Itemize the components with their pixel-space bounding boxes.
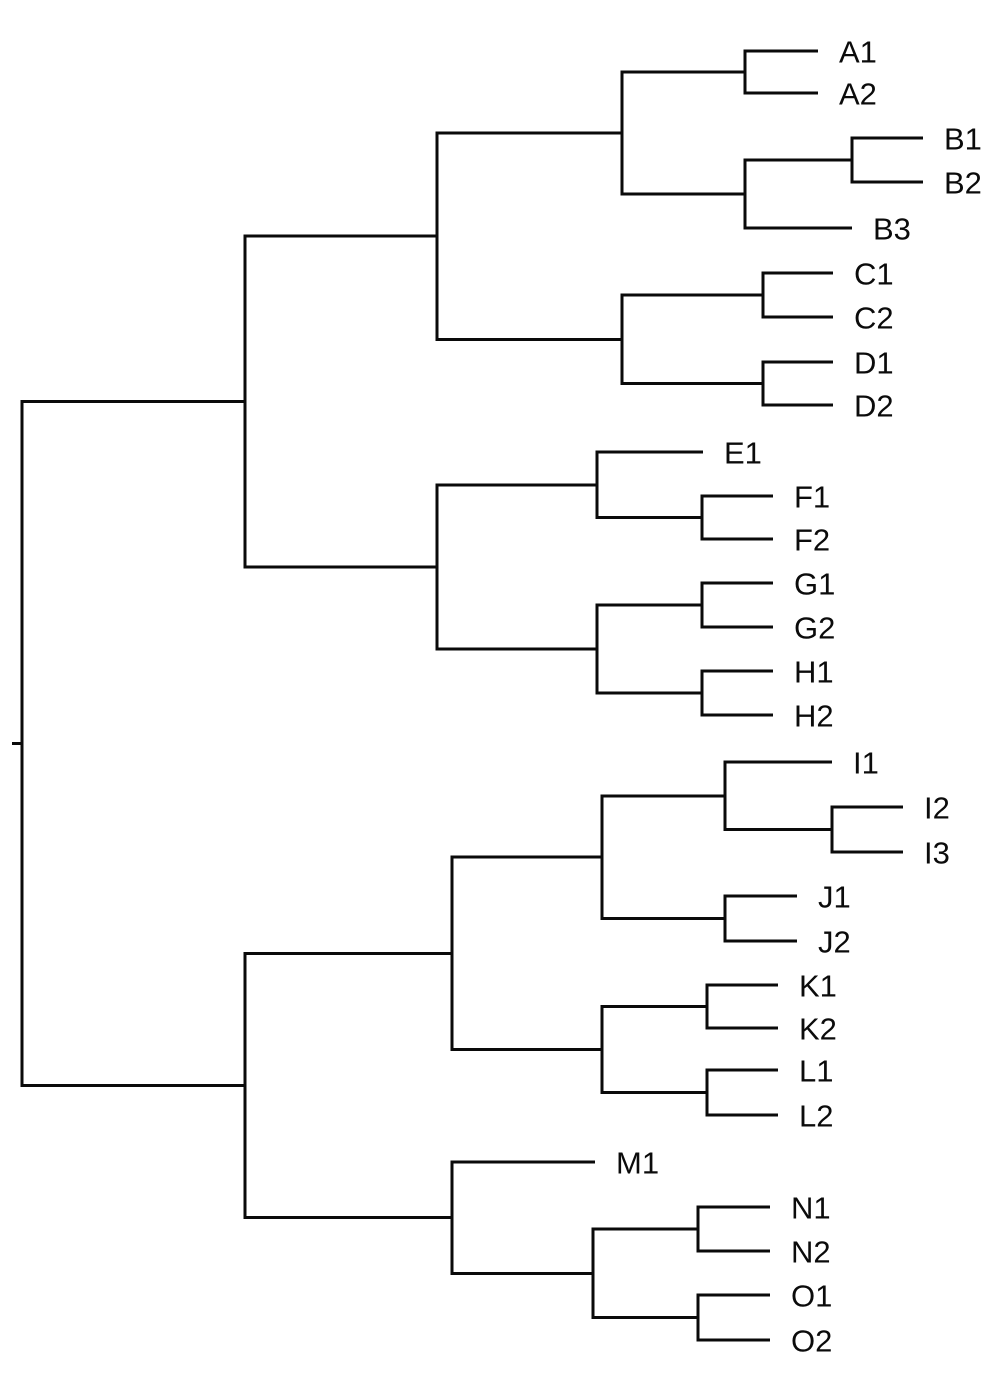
- tip-label-D2: D2: [854, 388, 894, 423]
- tip-label-A1: A1: [839, 34, 877, 69]
- tip-label-I2: I2: [924, 790, 950, 825]
- tip-label-G2: G2: [794, 610, 835, 645]
- tip-label-B3: B3: [873, 211, 911, 246]
- tip-label-J2: J2: [818, 924, 851, 959]
- tip-label-B2: B2: [944, 165, 982, 200]
- tip-label-L1: L1: [799, 1053, 833, 1088]
- tip-label-I1: I1: [853, 745, 879, 780]
- tip-label-L2: L2: [799, 1098, 833, 1133]
- tip-label-I3: I3: [924, 835, 950, 870]
- tip-label-O1: O1: [791, 1278, 832, 1313]
- tip-label-D1: D1: [854, 345, 894, 380]
- tip-label-E1: E1: [724, 435, 762, 470]
- tip-label-B1: B1: [944, 121, 982, 156]
- tip-label-O2: O2: [791, 1323, 832, 1358]
- tip-label-A2: A2: [839, 76, 877, 111]
- tip-label-N2: N2: [791, 1234, 831, 1269]
- tip-label-F2: F2: [794, 522, 830, 557]
- tip-label-K1: K1: [799, 968, 837, 1003]
- tip-label-G1: G1: [794, 566, 835, 601]
- tip-label-M1: M1: [616, 1145, 659, 1180]
- tip-label-C1: C1: [854, 256, 894, 291]
- tip-label-N1: N1: [791, 1190, 831, 1225]
- tip-label-H2: H2: [794, 698, 834, 733]
- tip-label-C2: C2: [854, 300, 894, 335]
- tip-label-K2: K2: [799, 1011, 837, 1046]
- tip-label-F1: F1: [794, 479, 830, 514]
- tip-label-J1: J1: [818, 879, 851, 914]
- tip-label-H1: H1: [794, 654, 834, 689]
